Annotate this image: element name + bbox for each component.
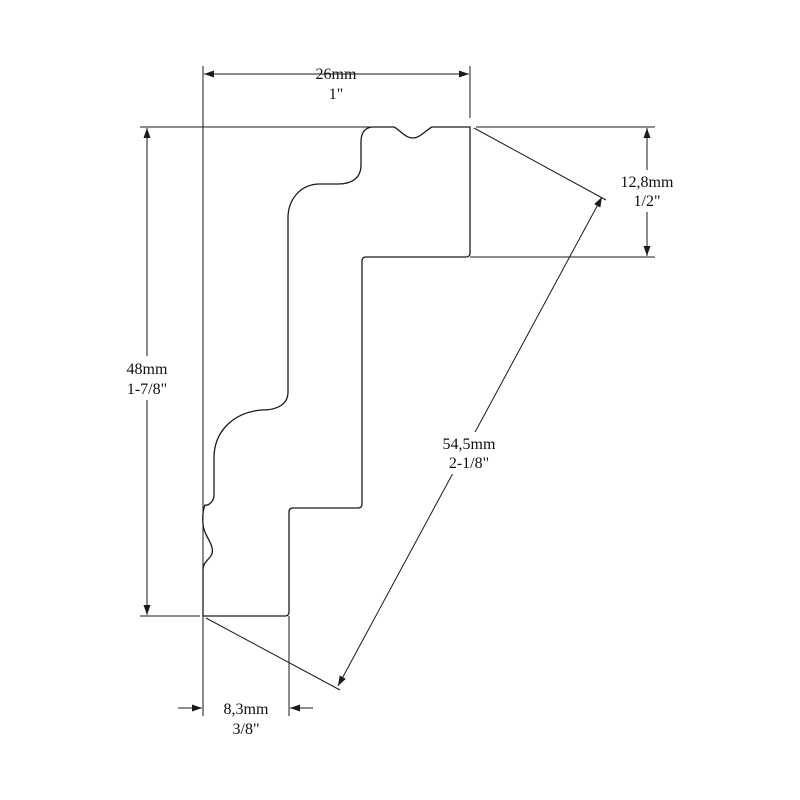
diagonal-label-background	[432, 432, 506, 474]
width-metric-label: 26mm	[316, 66, 357, 83]
top-projection-label-background	[612, 170, 682, 212]
width-imperial-label: 1"	[329, 86, 344, 103]
bottom-projection-imperial-label: 3/8"	[233, 721, 260, 738]
diagonal-extension-top	[473, 127, 607, 201]
height-imperial-label: 1-7/8"	[127, 381, 167, 398]
top-projection-imperial-label: 1/2"	[634, 193, 661, 210]
height-label-background	[118, 356, 178, 400]
diagonal-metric-label: 54,5mm	[443, 436, 496, 453]
bottom-projection-metric-label: 8,3mm	[224, 701, 269, 718]
diagonal-imperial-label: 2-1/8"	[449, 455, 489, 472]
height-metric-label: 48mm	[127, 361, 168, 378]
top-projection-metric-label: 12,8mm	[621, 174, 674, 191]
moulding-profile-outline	[202, 126, 471, 617]
diagonal-extension-bottom	[205, 617, 341, 691]
